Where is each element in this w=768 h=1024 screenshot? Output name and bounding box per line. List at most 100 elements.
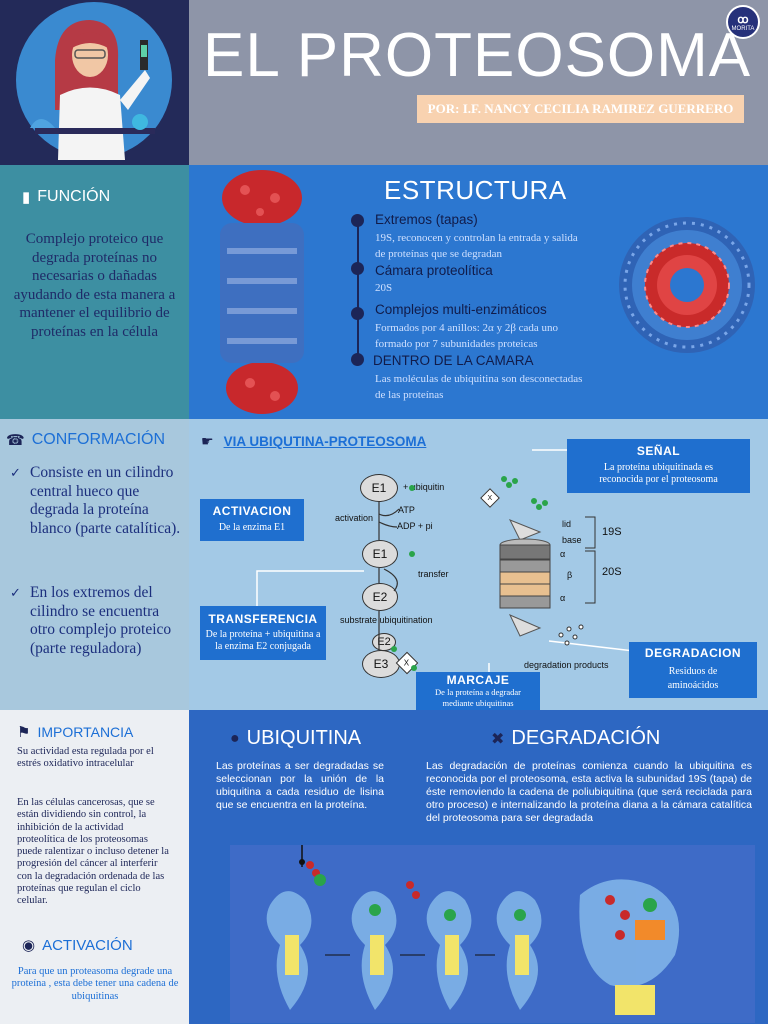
estructura-item-4-title: DENTRO DE LA CAMARA <box>373 353 534 368</box>
funcion-text: Complejo proteico que degrada proteínas … <box>13 231 176 340</box>
tools-icon: ✖ <box>491 730 505 748</box>
estructura-item-3-title: Complejos multi-enzimáticos <box>375 302 547 317</box>
conformacion-heading-text: CONFORMACIÓN <box>31 431 166 448</box>
page-title: EL PROTEOSOMA <box>203 21 752 90</box>
degradacion-heading-text: DEGRADACIÓN <box>511 727 661 749</box>
plus-ubiquitin-label: + ubiquitin <box>403 482 445 492</box>
logo: ꝏ MORITA <box>726 5 760 39</box>
bullet-4 <box>351 353 364 366</box>
e1b-node: E1 <box>362 540 398 568</box>
via-heading-text: VIA UBIQUTINA-PROTEOSOMA <box>223 434 427 449</box>
funcion-heading-text: FUNCIÓN <box>37 188 111 205</box>
activacion-panel <box>0 923 189 1024</box>
checkmark-icon: ✓ <box>10 465 21 480</box>
substrate-label: substrate ubiquitination <box>340 615 433 625</box>
conformacion-item-2: ✓ En los extremos del cilindro se encuen… <box>10 584 182 658</box>
estructura-item-1-title: Extremos (tapas) <box>375 212 478 227</box>
estructura-item-3-desc: Formados por 4 anillos: 2α y 2β cada uno… <box>375 322 559 350</box>
degradacion-box-text: Residuos de aminoácidos <box>667 666 719 691</box>
book-icon: ▮ <box>22 189 31 206</box>
alpha-1-label: α <box>560 549 566 559</box>
marcaje-box-text: De la proteína a degradar mediante ubiqu… <box>435 687 521 708</box>
proteasome-top-illustration <box>619 217 755 353</box>
activacion-box-text: De la enzima E1 <box>218 522 286 533</box>
e1-node: E1 <box>360 474 398 502</box>
marcaje-box: MARCAJE De la proteína a degradar median… <box>416 672 540 710</box>
funcion-panel <box>0 165 189 419</box>
ubiquitina-text: Las proteínas a ser degradadas se selecc… <box>216 760 384 811</box>
checkmark-icon: ✓ <box>10 585 21 600</box>
ubiquitination-illustration <box>266 845 680 1015</box>
lightbulb-icon: ● <box>230 729 240 747</box>
degradacion-box: DEGRADACION Residuos de aminoácidos <box>629 642 757 698</box>
phone-icon: ☎ <box>6 432 25 449</box>
bullet-3 <box>351 307 364 320</box>
importancia-heading: ⚑ IMPORTANCIA <box>17 723 133 741</box>
degradacion-text: Las degradación de proteínas comienza cu… <box>426 760 752 824</box>
transferencia-box-title: TRANSFERENCIA <box>208 612 318 626</box>
activacion-heading: ◉ ACTIVACIÓN <box>22 936 133 955</box>
estructura-item-2-title: Cámara proteolítica <box>375 263 493 278</box>
ubiquitina-heading: ● UBIQUITINA <box>230 727 361 750</box>
activacion-heading-text: ACTIVACIÓN <box>42 936 133 954</box>
estructura-heading: ESTRUCTURA <box>384 175 567 205</box>
estructura-item-2-desc: 20S <box>375 282 393 294</box>
tagged-protein-x-label: X <box>487 494 493 502</box>
transfer-label: transfer <box>418 569 449 579</box>
importancia-paragraph-1: Su actividad esta regulada por el estrés… <box>17 746 154 770</box>
estructura-item-4-desc: Las moléculas de ubiquitina son desconec… <box>375 373 583 401</box>
conformacion-item-2-text: En los extremos del cilindro se encuentr… <box>30 584 172 657</box>
ubiquitina-heading-text: UBIQUITINA <box>246 727 362 749</box>
importancia-heading-text: IMPORTANCIA <box>37 724 134 740</box>
senal-box: SEÑAL La proteína ubiquitinada es recono… <box>567 439 750 493</box>
20s-label: 20S <box>602 566 622 578</box>
activation-label: activation <box>335 513 374 523</box>
degradation-products-label: degradation products <box>524 660 609 670</box>
proteasome-side-illustration <box>220 170 304 414</box>
via-connectors <box>256 449 635 675</box>
hand-icon: ☛ <box>201 433 214 449</box>
e3-node: E3 <box>362 650 400 678</box>
logo-text: MORITA <box>731 25 755 32</box>
author-banner: POR: I.F. NANCY CECILIA RAMIREZ GUERRERO <box>417 95 744 123</box>
importancia-panel <box>0 710 189 923</box>
logo-mark-icon: ꝏ <box>737 13 749 26</box>
conformacion-item-1-text: Consiste en un cilindro central hueco qu… <box>30 464 181 537</box>
ubiquitination-diagram <box>230 845 755 1023</box>
senal-box-text: La proteína ubiquitinada es reconocida p… <box>599 462 718 485</box>
e2-node: E2 <box>362 583 398 611</box>
activacion-box: ACTIVACION De la enzima E1 <box>200 499 304 541</box>
activacion-box-title: ACTIVACION <box>212 504 292 518</box>
basketball-icon: ◉ <box>22 937 36 954</box>
flag-icon: ⚑ <box>17 724 31 741</box>
conformacion-panel <box>0 419 189 710</box>
alpha-2-label: α <box>560 593 566 603</box>
atp-label: ATP <box>398 505 415 515</box>
degradacion-heading: ✖ DEGRADACIÓN <box>491 727 660 750</box>
e2b-node: E2 <box>372 633 396 651</box>
19s-label: 19S <box>602 526 622 538</box>
proteasome-diagram <box>499 519 551 637</box>
bullet-1 <box>351 214 364 227</box>
conformacion-heading: ☎ CONFORMACIÓN <box>6 431 165 449</box>
marcaje-box-title: MARCAJE <box>446 673 510 687</box>
importancia-paragraph-2: En las células cancerosas, que se están … <box>17 797 169 907</box>
bracket-lines <box>585 516 596 604</box>
header-illustration-panel <box>0 0 189 165</box>
lid-label: lid <box>562 519 572 529</box>
conformacion-item-1: ✓ Consiste en un cilindro central hueco … <box>10 464 182 538</box>
header-title-panel <box>189 0 768 165</box>
timeline-line <box>357 226 359 364</box>
transferencia-box-text: De la proteína + ubiquitina a la enzima … <box>205 629 321 652</box>
via-heading: ☛ VIA UBIQUTINA-PROTEOSOMA <box>201 433 426 450</box>
funcion-heading: ▮ FUNCIÓN <box>22 188 110 206</box>
activacion-text: Para que un proteasoma degrade una prote… <box>11 966 179 1002</box>
estructura-item-1-desc: 19S, reconocen y controlan la entrada y … <box>375 232 578 260</box>
adp-label: ADP + pi <box>397 521 433 531</box>
degradacion-box-title: DEGRADACION <box>644 646 742 660</box>
bullet-2 <box>351 262 364 275</box>
transferencia-box: TRANSFERENCIA De la proteína + ubiquitin… <box>200 606 326 660</box>
base-label: base <box>562 535 582 545</box>
beta-label: β <box>567 570 573 580</box>
senal-box-title: SEÑAL <box>636 444 681 458</box>
